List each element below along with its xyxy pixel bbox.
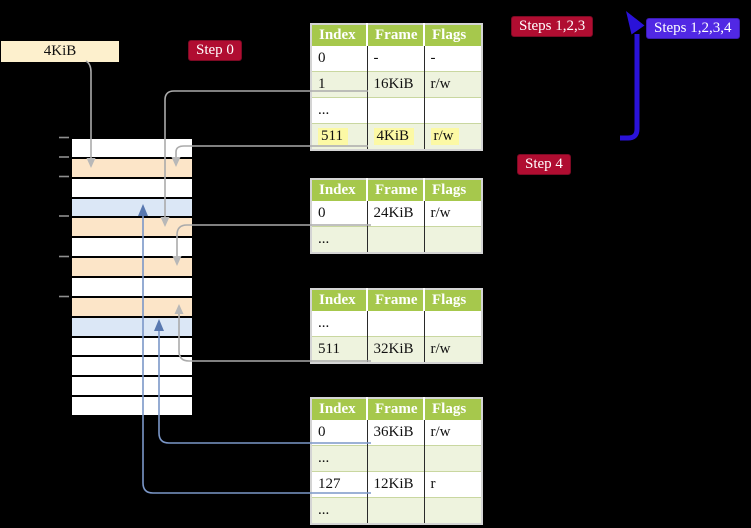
- column-header-frame: Frame: [366, 289, 424, 311]
- highlight-mark: r/w: [430, 128, 459, 145]
- column-header-index: Index: [311, 179, 367, 201]
- cell-flags: [423, 226, 482, 253]
- column-header-flags: Flags: [423, 398, 482, 420]
- cell-flags: r/w: [423, 201, 482, 227]
- memory-row-frame-24KiB: [72, 258, 192, 279]
- cell-index: 0: [311, 420, 367, 446]
- column-header-frame: Frame: [366, 24, 424, 46]
- cell-index: 127: [311, 471, 367, 498]
- cell-frame: 16KiB: [366, 71, 424, 98]
- column-header-index: Index: [311, 24, 367, 46]
- memory-row-frame-28KiB: [72, 278, 192, 298]
- table-row: ...: [311, 97, 482, 124]
- table-row: 127 12KiB r: [311, 471, 482, 498]
- cell-flags: r/w: [423, 71, 482, 98]
- cell-index: ...: [311, 97, 367, 124]
- cell-frame: 32KiB: [366, 336, 424, 363]
- memory-row-frame-20KiB: [72, 238, 192, 259]
- cell-index: ...: [311, 311, 367, 337]
- column-header-flags: Flags: [423, 289, 482, 311]
- cell-flags: r: [423, 471, 482, 498]
- memory-row-frame-0KiB: [72, 139, 192, 159]
- cell-frame: 24KiB: [366, 201, 424, 227]
- highlight-mark: 511: [318, 128, 348, 145]
- table-header-row: Index Frame Flags: [311, 289, 482, 311]
- memory-row-frame-16KiB: [72, 218, 192, 239]
- table-row: ...: [311, 226, 482, 253]
- cell-flags: [423, 97, 482, 124]
- cell-frame: -: [366, 46, 424, 72]
- cell-flags: r/w: [423, 336, 482, 363]
- column-header-flags: Flags: [423, 179, 482, 201]
- memory-row-frame-12KiB: [72, 198, 192, 219]
- cell-frame: [366, 445, 424, 472]
- memory-row-frame-4KiB: [72, 158, 192, 179]
- memory-row-frame-44KiB: [72, 357, 192, 378]
- badge-steps-123: Steps 1,2,3: [511, 16, 594, 37]
- cell-frame: [366, 97, 424, 124]
- table-row: 511 32KiB r/w: [311, 336, 482, 363]
- memory-row-frame-52KiB: [72, 397, 192, 416]
- column-header-index: Index: [311, 398, 367, 420]
- table-row: 0 36KiB r/w: [311, 420, 482, 446]
- memory-row-frame-40KiB: [72, 337, 192, 358]
- page-table-2: Index Frame Flags 0 24KiB r/w ...: [310, 178, 483, 254]
- memory-row-frame-36KiB: [72, 317, 192, 338]
- memory-row-frame-32KiB: [72, 297, 192, 318]
- cell-frame: [366, 226, 424, 253]
- memory-tick-marks: [59, 136, 69, 298]
- table-row-recursive-entry: 511 4KiB r/w: [311, 123, 482, 150]
- cell-index: ...: [311, 445, 367, 472]
- table-row: ...: [311, 311, 482, 337]
- recursive-loop-arrow: [620, 11, 645, 141]
- frame-size-label: 4KiB: [1, 41, 119, 62]
- cell-frame: [366, 497, 424, 524]
- cell-index: 511: [311, 123, 367, 150]
- column-header-frame: Frame: [366, 398, 424, 420]
- column-header-index: Index: [311, 289, 367, 311]
- table-row: ...: [311, 445, 482, 472]
- cell-frame: 12KiB: [366, 471, 424, 498]
- badge-step-4: Step 4: [517, 154, 571, 175]
- cell-index: 0: [311, 46, 367, 72]
- cell-index: 1: [311, 71, 367, 98]
- cell-flags: r/w: [423, 420, 482, 446]
- badge-steps-1234: Steps 1,2,3,4: [646, 18, 740, 39]
- table-header-row: Index Frame Flags: [311, 179, 482, 201]
- memory-row-frame-48KiB: [72, 377, 192, 398]
- cell-index: ...: [311, 226, 367, 253]
- page-table-3: Index Frame Flags ... 511 32KiB r/w: [310, 288, 483, 364]
- physical-memory-column: [70, 137, 194, 417]
- table-row: 1 16KiB r/w: [311, 71, 482, 98]
- table-row: 0 24KiB r/w: [311, 201, 482, 227]
- cell-flags: [423, 311, 482, 337]
- column-header-frame: Frame: [366, 179, 424, 201]
- cell-index: 511: [311, 336, 367, 363]
- table-header-row: Index Frame Flags: [311, 398, 482, 420]
- memory-row-frame-8KiB: [72, 178, 192, 199]
- highlight-mark: 4KiB: [373, 128, 415, 145]
- table-header-row: Index Frame Flags: [311, 24, 482, 46]
- cell-flags: -: [423, 46, 482, 72]
- cell-frame: 4KiB: [366, 123, 424, 150]
- arrowhead-up-left: [626, 11, 645, 35]
- cell-index: ...: [311, 497, 367, 524]
- page-table-1: Index Frame Flags 0 - - 1 16KiB r/w ... …: [310, 23, 483, 151]
- cell-frame: 36KiB: [366, 420, 424, 446]
- table-row: ...: [311, 497, 482, 524]
- column-header-flags: Flags: [423, 24, 482, 46]
- cell-flags: r/w: [423, 123, 482, 150]
- page-table-4: Index Frame Flags 0 36KiB r/w ... 127 12…: [310, 397, 483, 525]
- cell-frame: [366, 311, 424, 337]
- badge-step-0: Step 0: [188, 40, 242, 61]
- table-row: 0 - -: [311, 46, 482, 72]
- cell-flags: [423, 445, 482, 472]
- cell-index: 0: [311, 201, 367, 227]
- cell-flags: [423, 497, 482, 524]
